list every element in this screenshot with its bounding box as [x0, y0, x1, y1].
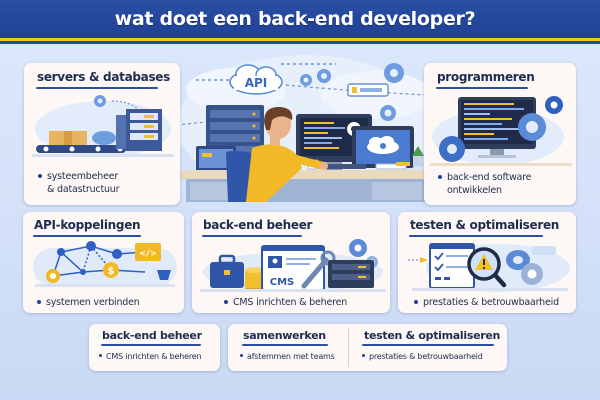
bullet-dot-icon — [37, 299, 41, 304]
card-title: testen & optimaliseren — [410, 218, 560, 232]
bullet-dot-icon — [438, 174, 442, 179]
card-title: API-koppelingen — [34, 218, 141, 232]
title-underline — [202, 235, 302, 237]
bullet-item: prestaties & betrouwbaarheid — [362, 350, 483, 363]
card-servers-databases: servers & databases systeembeheer & data… — [24, 63, 180, 205]
title-underline — [36, 87, 158, 89]
code-monitor-gears-icon — [430, 93, 572, 169]
server-rack-conveyor-icon — [32, 93, 174, 161]
header-banner: wat doet een back-end developer? — [0, 0, 600, 38]
card-title: back-end beheer — [203, 218, 313, 232]
developer-desk-illustration: API — [175, 50, 434, 202]
svg-text:</>: </> — [140, 249, 157, 259]
title-underline — [436, 87, 528, 89]
bottom-card-samenwerken-testen: samenwerken afstemmen met teams testen &… — [228, 324, 507, 371]
api-cloud-icon: API — [229, 64, 283, 95]
bullet-dot-icon — [38, 173, 42, 178]
bullet-dot-icon — [414, 299, 418, 304]
bullet-dot-icon — [99, 354, 102, 357]
title-underline — [33, 235, 141, 237]
card-title: servers & databases — [37, 70, 170, 84]
card-testen-optimaliseren: testen & optimaliseren prestaties — [398, 212, 576, 313]
title-underline — [242, 344, 328, 346]
card-api-koppelingen: API-koppelingen $ </> syst — [23, 212, 184, 313]
bullet-item: systeembeheer & datastructuur — [38, 170, 120, 196]
svg-text:$: $ — [108, 266, 115, 277]
bullet-item: CMS inrichten & beheren — [224, 296, 347, 309]
column-divider — [348, 328, 349, 367]
card-title-samenwerken: samenwerken — [243, 329, 326, 342]
title-underline — [409, 235, 543, 237]
gear-icon — [300, 63, 404, 121]
card-title-testen: testen & optimaliseren — [364, 329, 501, 342]
svg-text:API: API — [245, 76, 268, 90]
card-back-end-beheer: back-end beheer CMS — [192, 212, 390, 313]
checklist-magnifier-icon — [408, 240, 572, 294]
svg-text:CMS: CMS — [270, 277, 295, 288]
card-programmeren: programmeren back-end software ontwikkel… — [424, 63, 576, 205]
network-nodes-icon: $ </> — [31, 238, 179, 290]
title-underline — [101, 344, 201, 346]
bullet-item: CMS inrichten & beheren — [99, 350, 202, 363]
bullet-item: back-end software ontwikkelen — [438, 171, 532, 197]
header-navy-divider — [0, 41, 600, 44]
page-title: wat doet een back-end developer? — [114, 8, 476, 30]
card-title: programmeren — [437, 70, 535, 84]
bullet-item: afstemmen met teams — [240, 350, 335, 363]
title-underline — [362, 344, 494, 346]
bullet-dot-icon — [224, 299, 228, 304]
bullet-dot-icon — [240, 354, 243, 357]
cms-wrench-icon: CMS — [200, 234, 386, 294]
bullet-item: systemen verbinden — [37, 296, 140, 309]
bottom-card-back-end-beheer: back-end beheer CMS inrichten & beheren — [89, 324, 220, 371]
bullet-item: prestaties & betrouwbaarheid — [414, 296, 559, 309]
header-gold-divider — [0, 38, 600, 41]
card-title: back-end beheer — [102, 329, 202, 342]
bullet-dot-icon — [362, 354, 365, 357]
